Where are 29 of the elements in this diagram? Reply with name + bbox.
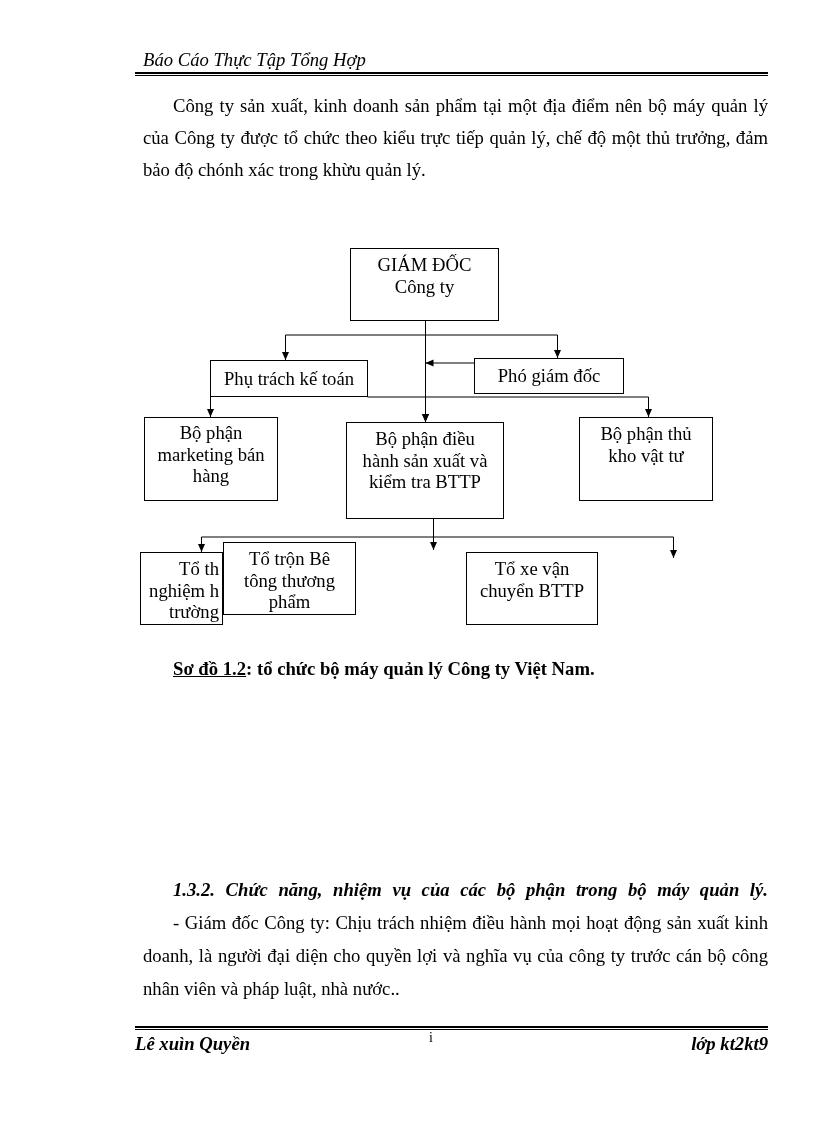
box-label: Tổ trộn Bê tông thương phẩm (243, 548, 336, 613)
org-chart-box (346, 422, 504, 519)
org-chart-box (350, 248, 499, 321)
box-label: Phụ trách kế toán (223, 367, 354, 390)
box-label: Tổ th nghiệm h trường (148, 558, 219, 623)
box-label: Bộ phận marketing bán hàng (156, 422, 266, 487)
org-chart-box (144, 417, 278, 501)
body-paragraph: Công ty sản xuất, kinh doanh sản phẩm tại một địa điểm nên bộ máy quản lý của Công ty được tổ chức theo kiểu trực tiếp quản lý, chế độ một thủ trưởng, đảm bảo độ chónh xác trong khừu quản lý. (143, 94, 768, 182)
org-chart-box (466, 552, 598, 625)
org-chart-box (223, 542, 356, 615)
org-chart-box (140, 552, 223, 625)
footer-class: lớp kt2kt9 (691, 1033, 768, 1055)
org-chart-box (210, 360, 368, 397)
figure-caption: Sơ đồ 1.2: tổ chức bộ máy quản lý Công ty Việt Nam. (173, 657, 595, 681)
body-paragraph: - Giám đốc Công ty: Chịu trách nhiệm điều hành mọi hoạt động sản xuất kinh doanh, là người đại diện cho quyền lợi và nghĩa vụ của công ty trước cán bộ công nhân viên và pháp luật, nhà nước.. (143, 911, 768, 1001)
box-label: Tổ xe vận chuyển BTTP (478, 558, 586, 601)
section-heading: 1.3.2. Chức năng, nhiệm vụ của các bộ phận trong bộ máy quản lý. (172, 878, 768, 902)
box-label: Phó giám đốc (497, 365, 601, 387)
connector-arrow (207, 396, 214, 418)
org-chart-box (579, 417, 713, 501)
org-chart-box (474, 358, 624, 394)
box-label: Bộ phận điều hành sản xuất và kiểm tra BTTP (361, 428, 489, 493)
connector-arrow (422, 359, 475, 423)
page-number: i (429, 1030, 433, 1046)
connector-arrow (367, 396, 652, 418)
box-label: Bộ phận thủ kho vật tư (599, 423, 693, 466)
running-header: Báo Cáo Thực Tập Tổng Hợp (143, 49, 366, 71)
box-label: GIÁM ĐỐC Công ty (376, 254, 473, 297)
footer-author: Lê xuìn Quyền (135, 1033, 251, 1055)
